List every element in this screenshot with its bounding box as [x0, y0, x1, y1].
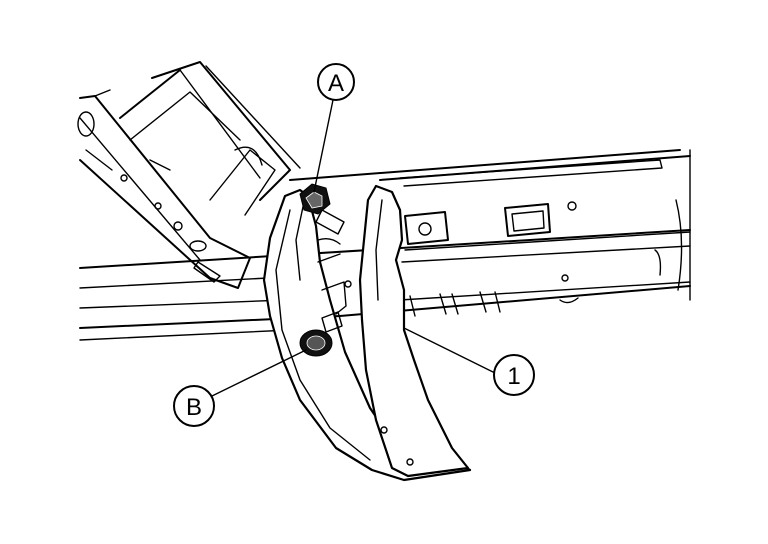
callout-b: B: [173, 385, 215, 427]
fender-protector-part: [262, 184, 472, 482]
screw-fastener-b: [299, 311, 343, 357]
callout-1: 1: [493, 354, 535, 396]
callout-a-label: A: [328, 70, 344, 97]
leader-line-a: [313, 99, 334, 193]
callout-b-label: B: [186, 394, 202, 421]
clip-fastener-a: [299, 183, 345, 235]
callout-1-label: 1: [507, 363, 520, 390]
leader-line-1: [403, 327, 496, 374]
body-frame-lines: [77, 61, 691, 341]
leader-line-b: [211, 349, 307, 397]
callout-a: A: [317, 63, 355, 101]
